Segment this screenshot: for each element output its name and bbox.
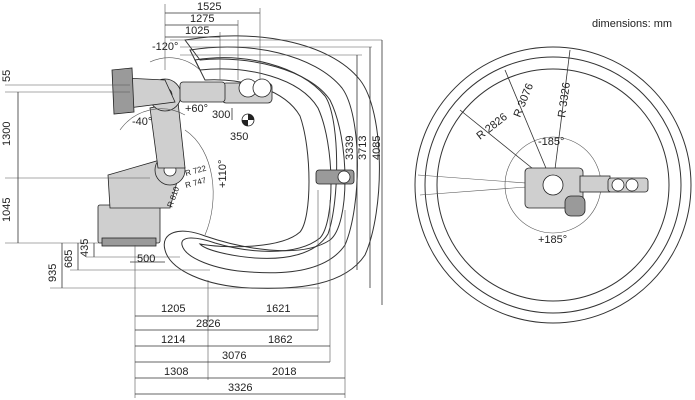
top-dim-3: 1025 [185,25,209,37]
axis3-angle: +110° [217,160,229,188]
wrist-dim: 350 [230,131,248,143]
robot-arm-extended [221,78,355,185]
top-dimensions: 1525 1275 1025 [164,1,261,80]
units-note: dimensions: mm [592,18,672,30]
bottom-dim-6: 3326 [228,382,252,394]
bottom-dim-3b: 1862 [268,334,292,346]
reach-circle-middle [424,56,682,314]
axis5-angle-pos: +60° [185,103,208,115]
envelope-inner [194,57,338,259]
bottom-dim-2: 2826 [196,318,220,330]
bottom-dim-1b: 1621 [266,303,290,315]
base-dim: 500 [137,253,155,265]
axis6-arc [149,57,201,71]
robot-top [524,167,649,217]
bottom-left-dimensions: 935 685 435 500 [47,239,320,289]
bl-dim-2: 685 [63,250,75,268]
right-vertical-dimensions: 3339 3713 4085 [170,39,383,305]
radius-line-3 [552,49,571,186]
right-dim-1: 3339 [344,136,356,160]
right-dim-2: 3713 [357,136,369,160]
top-radius-1: R 2826 [474,111,509,142]
bl-dim-1: 935 [47,264,59,282]
left-dim-1: 55 [1,70,13,82]
top-radius-2: R 3076 [512,82,536,119]
envelope-middle [181,46,358,274]
bottom-dim-4: 3076 [222,350,246,362]
right-dim-3: 4085 [371,136,383,160]
bottom-dimensions: 1205 1621 2826 1214 1862 3076 1308 2018 … [134,190,346,398]
axis5-arc [119,108,186,131]
reach-circle-inner [436,68,670,302]
top-dim-1: 1525 [197,1,221,13]
top-dim-2: 1275 [190,13,214,25]
bottom-dim-3a: 1214 [161,334,185,346]
top-radius-3: R 3326 [556,82,573,119]
radius-label-2: R 747 [184,176,207,190]
bottom-dim-5b: 2018 [272,366,296,378]
axis5-angle-neg: -40° [132,116,152,128]
top-view: R 2826 R 3076 R 3326 -185° +185° [414,46,692,324]
left-dimensions: 55 1300 1045 [1,70,150,244]
bottom-dim-5a: 1308 [164,366,188,378]
wrist-offset: 300 [212,109,230,121]
left-dim-2: 1300 [1,122,13,146]
bl-dim-3: 435 [79,239,91,257]
bottom-dim-1a: 1205 [161,303,185,315]
left-dim-3: 1045 [1,198,13,222]
axis3-arc [184,129,214,236]
robot-body [97,67,226,247]
top-angle-pos: +185° [538,234,567,246]
radius-line-2 [504,69,554,186]
reach-circle-outer [414,46,692,324]
envelope-outer [163,35,380,289]
side-view: -120° +60° -40° +110° 300 350 R 722 R 74… [1,1,383,398]
top-angle-neg: -185° [538,136,564,148]
